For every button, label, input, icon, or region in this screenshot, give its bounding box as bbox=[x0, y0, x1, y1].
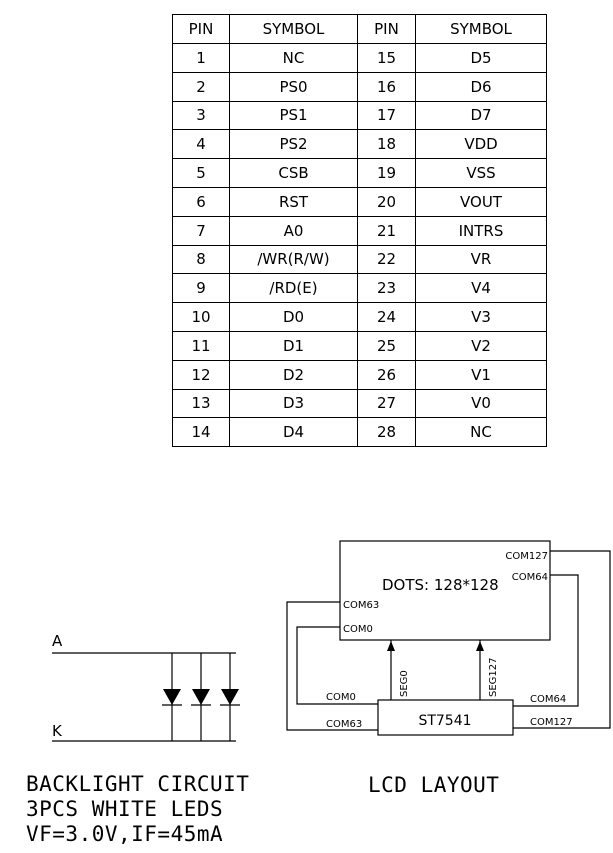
driver-label: ST7541 bbox=[418, 713, 471, 729]
pin-number-right: 22 bbox=[357, 244, 416, 275]
pin-number-left: 4 bbox=[172, 129, 230, 160]
symbol-left: /RD(E) bbox=[229, 273, 358, 304]
symbol-right: D5 bbox=[415, 43, 547, 73]
pin-number-left: 14 bbox=[172, 417, 230, 448]
pin-number-left: 9 bbox=[172, 273, 230, 304]
header-pin-1: PIN bbox=[172, 14, 230, 44]
dots-label: DOTS: 128*128 bbox=[382, 576, 499, 594]
pin-number-right: 25 bbox=[357, 330, 416, 361]
header-symbol-2: SYMBOL bbox=[415, 14, 547, 44]
com127-bottom-label: COM127 bbox=[530, 717, 573, 728]
pin-number-left: 10 bbox=[172, 302, 230, 332]
pin-number-right: 28 bbox=[357, 417, 416, 448]
symbol-right: V1 bbox=[415, 359, 547, 390]
symbol-left: CSB bbox=[229, 158, 358, 188]
cathode-label: K bbox=[52, 722, 63, 740]
lcd-panel bbox=[339, 540, 551, 641]
symbol-left: /WR(R/W) bbox=[229, 244, 358, 275]
anode-label: A bbox=[52, 632, 63, 650]
symbol-right: VOUT bbox=[415, 186, 547, 217]
driver-ic bbox=[377, 699, 514, 736]
pin-number-right: 19 bbox=[357, 158, 416, 188]
com0-bottom-label: COM0 bbox=[326, 692, 356, 703]
com127-top-label: COM127 bbox=[505, 551, 548, 562]
seg0-label: SEG0 bbox=[399, 670, 410, 697]
led-2-triangle bbox=[192, 689, 210, 705]
backlight-caption-title: BACKLIGHT CIRCUIT bbox=[26, 772, 250, 796]
symbol-left: D2 bbox=[229, 359, 358, 390]
pin-number-right: 16 bbox=[357, 71, 416, 102]
backlight-caption-specs: VF=3.0V,IF=45mA bbox=[26, 822, 224, 846]
com64-trace bbox=[513, 574, 579, 707]
com63-trace bbox=[286, 601, 378, 731]
symbol-right: VR bbox=[415, 244, 547, 275]
pin-number-right: 21 bbox=[357, 215, 416, 246]
symbol-left: RST bbox=[229, 186, 358, 217]
symbol-right: VSS bbox=[415, 158, 547, 188]
symbol-left: D0 bbox=[229, 302, 358, 332]
led-1-triangle bbox=[163, 689, 181, 705]
lcd-layout-caption: LCD LAYOUT bbox=[368, 773, 500, 797]
com0-trace bbox=[296, 626, 378, 705]
pin-number-right: 15 bbox=[357, 43, 416, 73]
pin-number-left: 13 bbox=[172, 388, 230, 419]
pin-table-header: PIN SYMBOL PIN SYMBOL bbox=[172, 14, 547, 44]
com0-left-label: COM0 bbox=[343, 624, 373, 635]
symbol-right: D7 bbox=[415, 100, 547, 131]
seg127-arrow bbox=[476, 641, 484, 651]
com63-bottom-label: COM63 bbox=[326, 719, 362, 730]
symbol-left: D1 bbox=[229, 330, 358, 361]
pin-number-right: 17 bbox=[357, 100, 416, 131]
com64-top-label: COM64 bbox=[512, 572, 548, 583]
header-symbol-1: SYMBOL bbox=[229, 14, 358, 44]
seg127-label: SEG127 bbox=[488, 657, 499, 697]
pin-number-left: 5 bbox=[172, 158, 230, 188]
com64-bottom-label: COM64 bbox=[530, 694, 566, 705]
pin-number-left: 11 bbox=[172, 330, 230, 361]
backlight-caption-leds: 3PCS WHITE LEDS bbox=[26, 797, 224, 821]
led-3-triangle bbox=[221, 689, 239, 705]
com127-trace bbox=[513, 550, 611, 729]
symbol-right: NC bbox=[415, 417, 547, 448]
seg0-arrow bbox=[387, 641, 395, 651]
symbol-right: V4 bbox=[415, 273, 547, 304]
com63-left-label: COM63 bbox=[343, 600, 379, 611]
